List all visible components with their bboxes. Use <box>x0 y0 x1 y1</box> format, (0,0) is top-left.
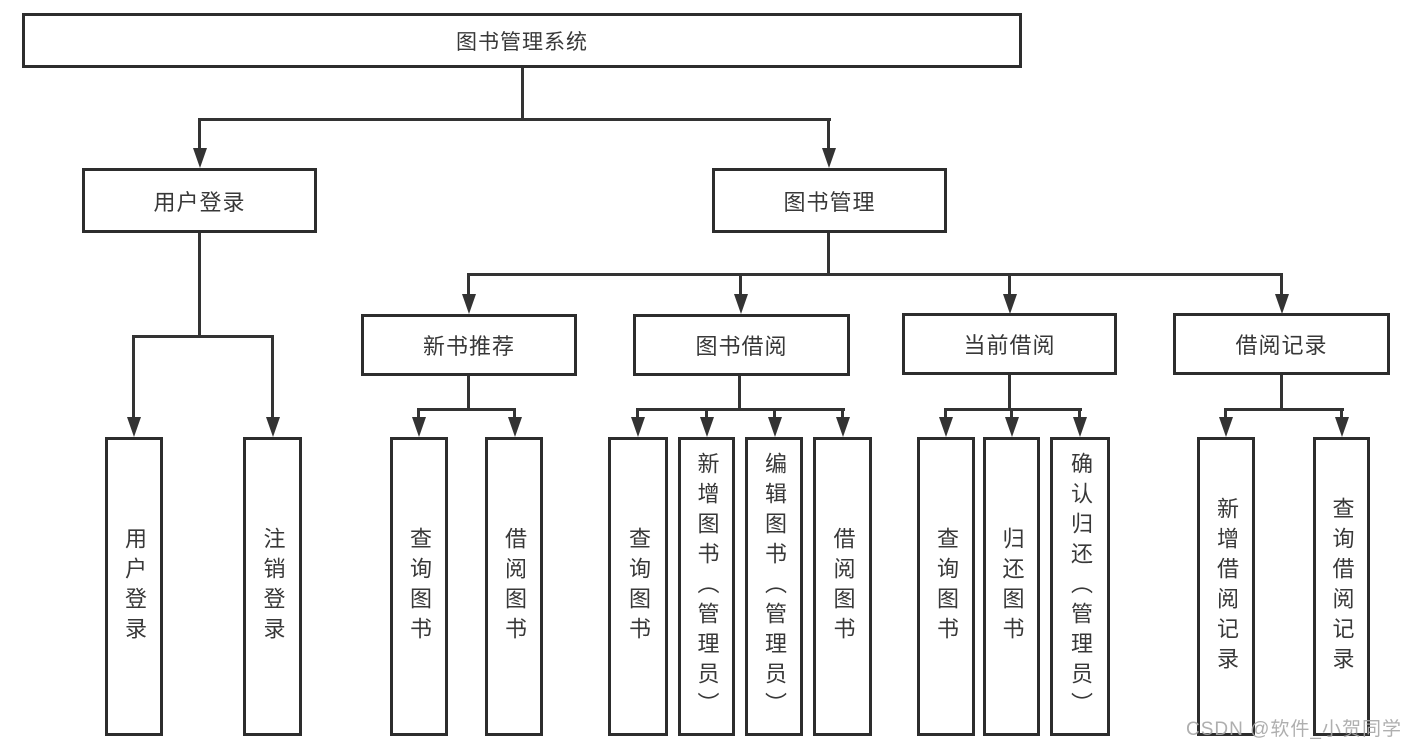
leaf-logout-label: 注销登录 <box>260 526 286 647</box>
leaf-records-add-record-label: 新增借阅记录 <box>1214 496 1239 677</box>
leaf-current-confirm-return: 确认归还（管理员） <box>1050 437 1110 736</box>
arrowhead-down-icon <box>631 417 645 437</box>
node-book-borrow-label: 图书借阅 <box>695 334 788 359</box>
connector-new-book-stem <box>467 376 470 411</box>
connector-leaf-drop <box>636 408 639 421</box>
node-current-borrow-label: 当前借阅 <box>963 333 1056 358</box>
arrowhead-down-icon <box>193 148 207 168</box>
leaf-current-query-books: 查询图书 <box>917 437 975 736</box>
connector-leaf-drop <box>1224 408 1227 421</box>
connector-current-borrow-stem <box>1008 375 1011 411</box>
connector-book-borrow-stem <box>738 376 741 411</box>
connector-level3-drop <box>1008 273 1011 298</box>
connector-book-management-stem <box>827 233 830 276</box>
connector-leaf-drop <box>705 408 708 421</box>
node-root-label: 图书管理系统 <box>456 30 588 54</box>
leaf-borrow-borrow-books: 借阅图书 <box>813 437 872 736</box>
connector-leaf-drop <box>132 335 135 419</box>
connector-borrow-records-hbar <box>1224 408 1344 411</box>
leaf-newbook-borrow-books-label: 借阅图书 <box>502 526 527 647</box>
node-book-borrow: 图书借阅 <box>633 314 850 376</box>
arrowhead-down-icon <box>508 417 522 437</box>
connector-book-borrow-hbar <box>636 408 845 411</box>
arrowhead-down-icon <box>700 417 714 437</box>
leaf-logout: 注销登录 <box>243 437 302 736</box>
connector-root-stem <box>521 68 524 121</box>
connector-level3-drop <box>1280 273 1283 298</box>
arrowhead-down-icon <box>939 417 953 437</box>
node-borrow-records-label: 借阅记录 <box>1235 333 1328 358</box>
arrowhead-down-icon <box>822 148 836 168</box>
connector-leaf-drop <box>1078 408 1081 421</box>
leaf-borrow-edit-books-label: 编辑图书（管理员） <box>762 451 787 722</box>
leaf-current-return-books: 归还图书 <box>983 437 1040 736</box>
leaf-records-add-record: 新增借阅记录 <box>1197 437 1255 736</box>
node-current-borrow: 当前借阅 <box>902 313 1117 375</box>
arrowhead-down-icon <box>734 294 748 314</box>
node-new-book-recommend: 新书推荐 <box>361 314 577 376</box>
leaf-records-query-record-label: 查询借阅记录 <box>1329 496 1355 677</box>
arrowhead-down-icon <box>1003 294 1017 314</box>
connector-level3-drop <box>467 273 470 298</box>
arrowhead-down-icon <box>127 417 141 437</box>
arrowhead-down-icon <box>1005 417 1019 437</box>
connector-level3-drop <box>739 273 742 298</box>
leaf-borrow-borrow-books-label: 借阅图书 <box>830 526 856 647</box>
arrowhead-down-icon <box>1275 294 1289 314</box>
connector-leaf-drop <box>417 408 420 421</box>
node-user-login: 用户登录 <box>82 168 317 233</box>
arrowhead-down-icon <box>266 417 280 437</box>
arrowhead-down-icon <box>1073 417 1087 437</box>
connector-leaf-drop <box>513 408 516 421</box>
leaf-borrow-query-books: 查询图书 <box>608 437 668 736</box>
connector-root-hbar <box>198 118 831 121</box>
arrowhead-down-icon <box>1219 417 1233 437</box>
leaf-current-confirm-return-label: 确认归还（管理员） <box>1068 451 1093 722</box>
connector-user-login-drop <box>198 118 201 152</box>
node-book-management-label: 图书管理 <box>783 189 876 215</box>
arrowhead-down-icon <box>462 294 476 314</box>
leaf-borrow-edit-books: 编辑图书（管理员） <box>745 437 803 736</box>
connector-leaf-drop <box>271 335 274 419</box>
leaf-borrow-add-books-label: 新增图书（管理员） <box>694 451 720 722</box>
connector-borrow-records-stem <box>1280 375 1283 411</box>
connector-level3-hbar <box>467 273 1283 276</box>
leaf-records-query-record: 查询借阅记录 <box>1313 437 1370 736</box>
connector-leaf-drop <box>1340 408 1343 421</box>
arrowhead-down-icon <box>1335 417 1349 437</box>
node-book-management: 图书管理 <box>712 168 947 233</box>
leaf-borrow-query-books-label: 查询图书 <box>626 526 651 647</box>
node-root: 图书管理系统 <box>22 13 1022 68</box>
leaf-current-return-books-label: 归还图书 <box>999 526 1025 647</box>
connector-leaf-drop <box>773 408 776 421</box>
leaf-newbook-query-books: 查询图书 <box>390 437 448 736</box>
leaf-newbook-borrow-books: 借阅图书 <box>485 437 543 736</box>
connector-current-borrow-hbar <box>944 408 1082 411</box>
node-user-login-label: 用户登录 <box>153 189 246 215</box>
arrowhead-down-icon <box>836 417 850 437</box>
leaf-newbook-query-books-label: 查询图书 <box>407 526 432 647</box>
arrowhead-down-icon <box>412 417 426 437</box>
connector-leaf-drop <box>841 408 844 421</box>
leaf-user-login-label: 用户登录 <box>122 526 147 647</box>
connector-leaf-drop <box>944 408 947 421</box>
connector-user-login-stem <box>198 233 201 338</box>
leaf-user-login: 用户登录 <box>105 437 163 736</box>
node-new-book-recommend-label: 新书推荐 <box>422 334 515 359</box>
connector-user-login-hbar <box>132 335 274 338</box>
connector-leaf-drop <box>1010 408 1013 421</box>
leaf-current-query-books-label: 查询图书 <box>934 526 959 647</box>
arrowhead-down-icon <box>768 417 782 437</box>
leaf-borrow-add-books: 新增图书（管理员） <box>678 437 735 736</box>
csdn-watermark: CSDN @软件_小贺同学 <box>1186 719 1402 740</box>
connector-book-management-drop <box>827 118 830 152</box>
connector-new-book-hbar <box>417 408 516 411</box>
node-borrow-records: 借阅记录 <box>1173 313 1390 375</box>
